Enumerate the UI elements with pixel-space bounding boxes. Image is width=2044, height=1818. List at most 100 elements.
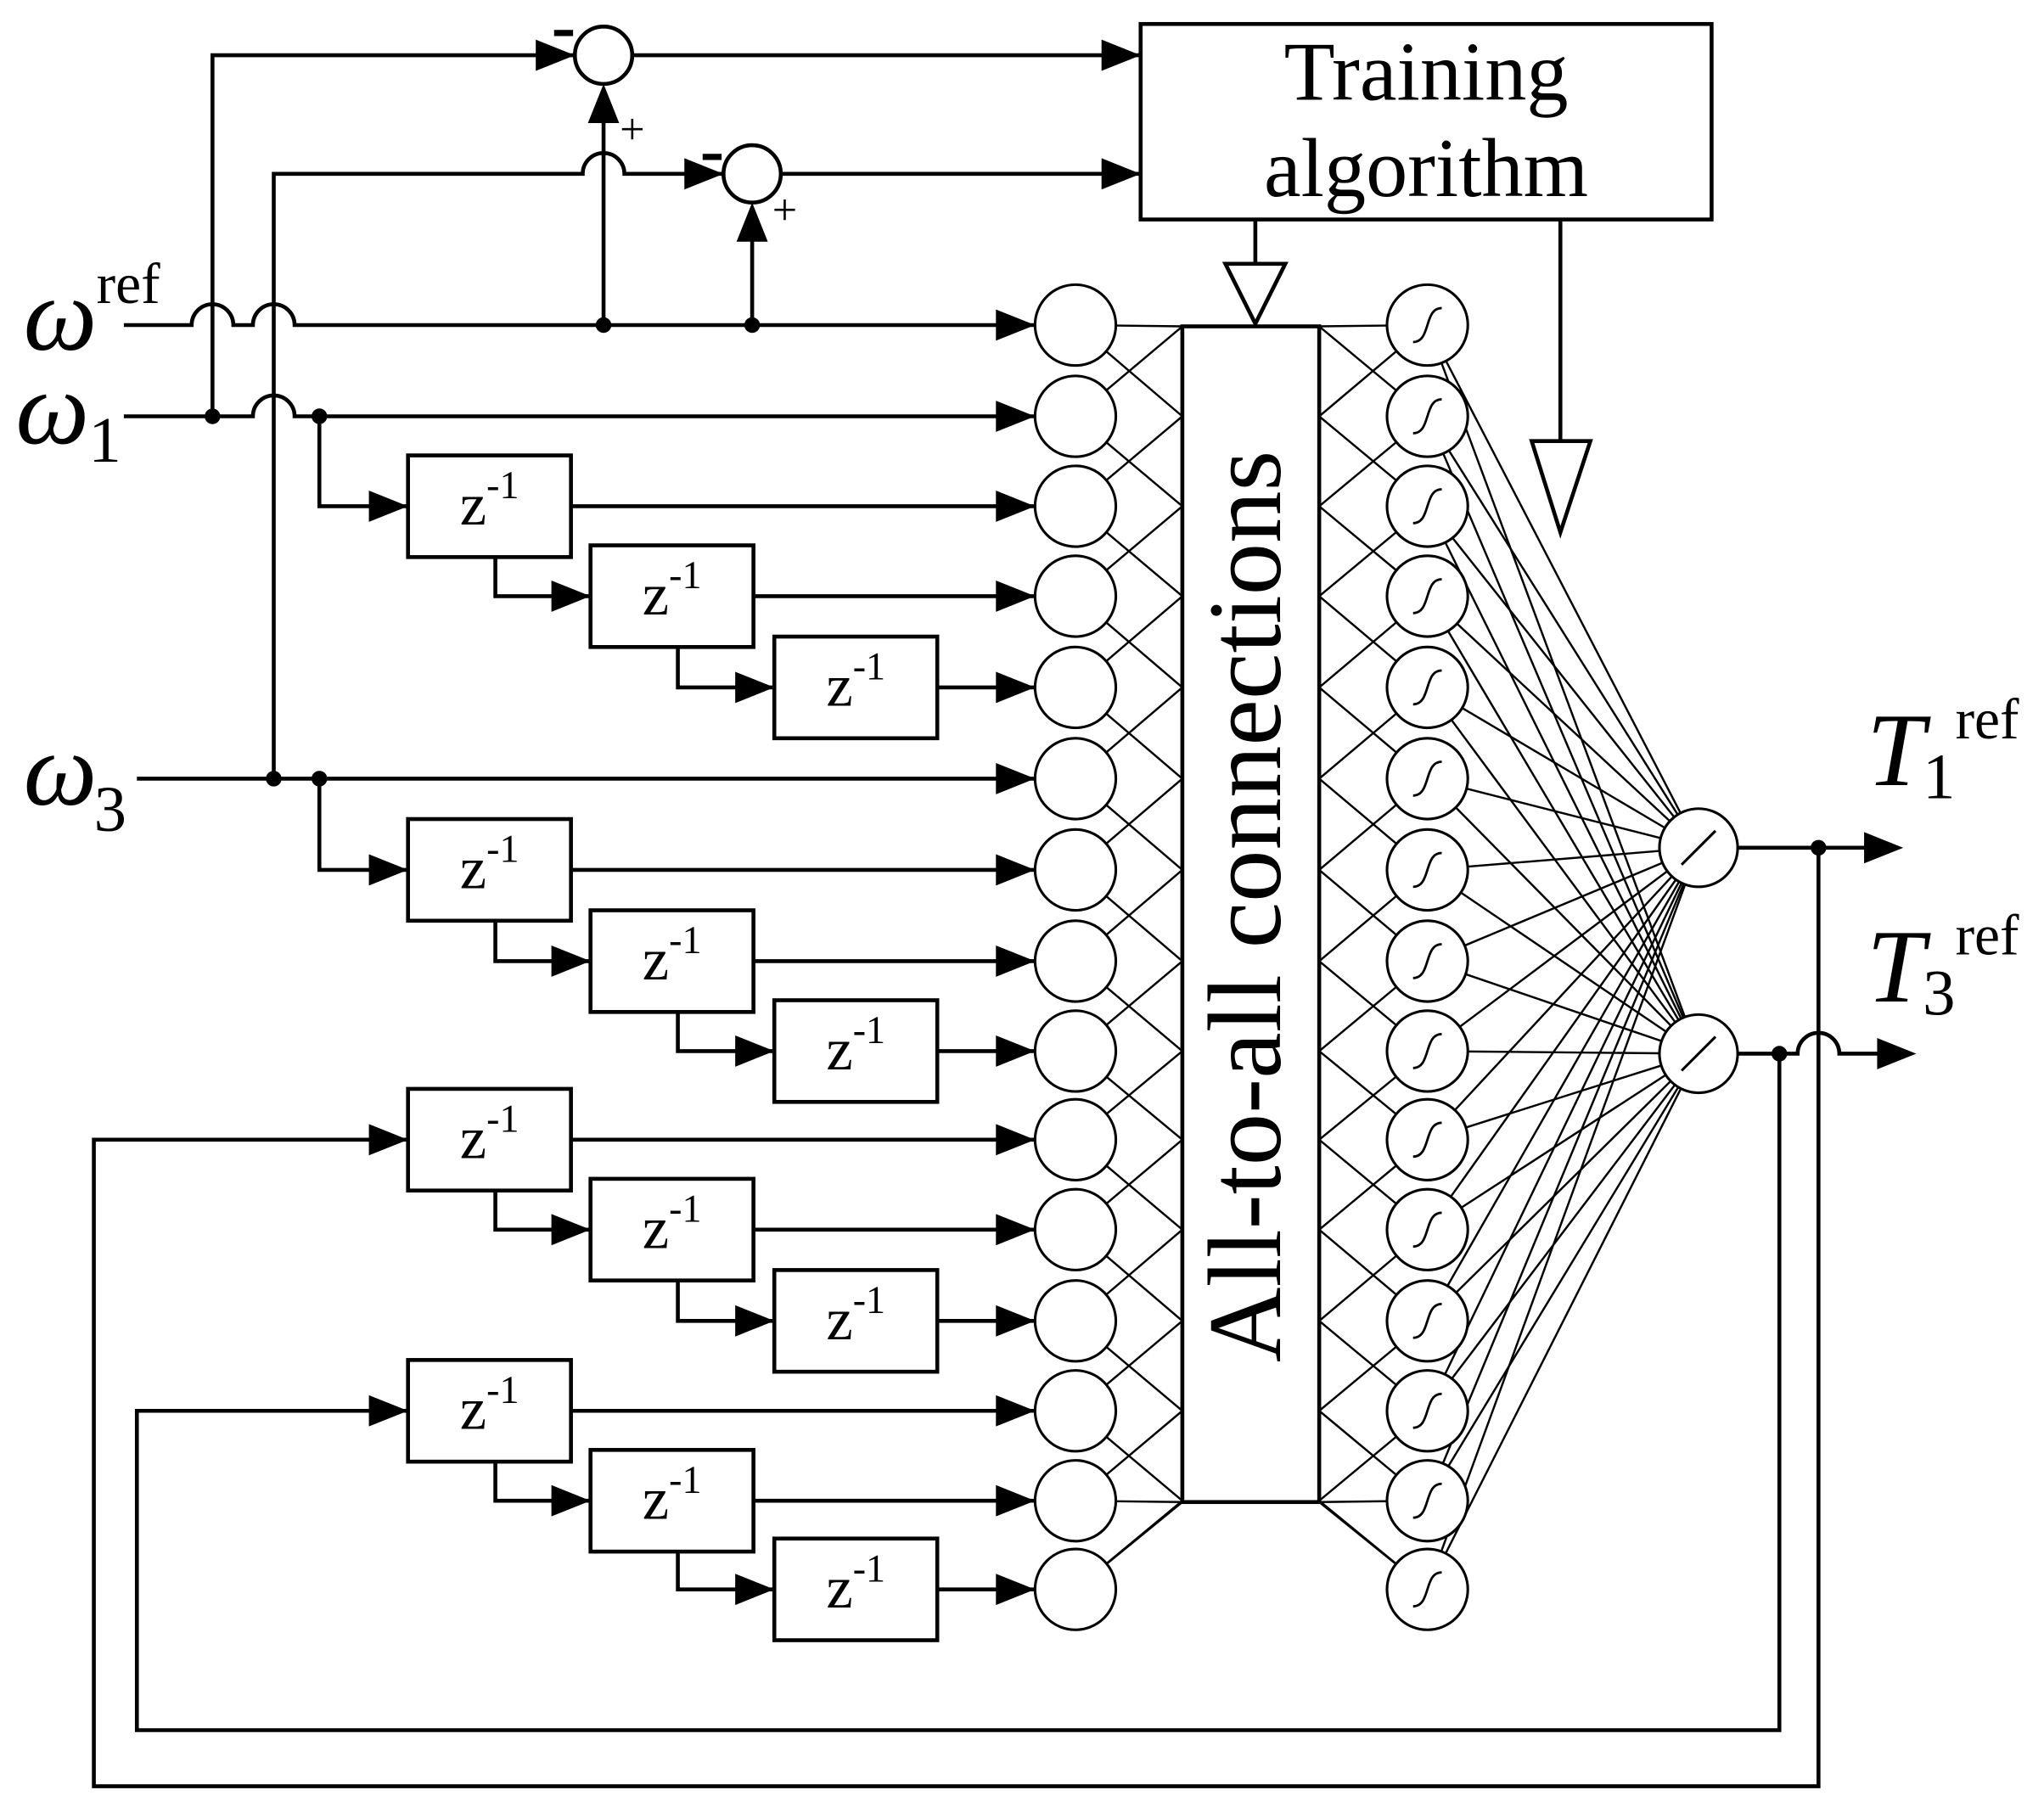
input-layer-connection [1105,1435,1183,1502]
junction-dot [744,317,761,334]
delay-label: z-1 [826,645,885,720]
omega-ref-superscript: ref [97,252,160,316]
arrowhead [736,202,768,242]
summing-junction-2-plus-sign: + [772,186,797,235]
sigmoid-icon [1412,1392,1442,1429]
input-layer-connection [1106,1501,1183,1565]
training-algorithm-block [1138,21,1714,222]
sigmoid-icon [1412,1033,1442,1069]
arrowhead [368,854,408,886]
input-layer-connection [1105,712,1183,780]
t3-ref-output-wire [1738,1030,1890,1056]
hidden-layer-connection [1318,1164,1397,1231]
summing-junction-1-plus-sign: + [620,105,644,154]
hidden-layer-connection [1318,985,1397,1052]
output-layer-connection [1444,541,1682,1019]
delay-label-base: z [460,1377,486,1443]
delay-label-base: z [643,927,669,993]
input-layer-connection [1105,415,1183,481]
delay-label-base: z [826,1017,852,1083]
input-neuron [1033,374,1118,458]
hidden-layer-connection [1318,712,1398,780]
t1-ref-symbol: T [1867,693,1931,808]
delay-label: z-1 [460,1368,519,1443]
arrowhead [996,763,1036,794]
blocks [406,21,1714,1642]
output-layer-connection [1446,630,1680,1021]
output-layer-connection [1446,881,1681,1287]
output-layer-connection [1466,787,1661,839]
output-layer-connection [1447,450,1679,816]
sigmoid-icon [1412,1302,1442,1339]
junction-dot [595,317,612,334]
input-neuron [1033,1369,1118,1453]
output-layer-connection [1451,1084,1676,1380]
arrowhead [684,158,724,190]
sigmoid-icon [1412,669,1442,706]
hidden-layer-connection [1318,621,1398,688]
arrowhead [996,1305,1036,1337]
input-layer-connection [1105,686,1183,754]
delay-block [588,908,755,1014]
delay-label-base: z [643,562,669,628]
delay-label-exponent: -1 [669,553,701,597]
delay-label-exponent: -1 [853,1008,885,1052]
output-layer-connection [1456,622,1671,822]
delay-label: z-1 [643,1458,702,1533]
arrowhead [996,401,1036,432]
arrowhead [587,83,620,123]
input-layer-connection [1105,1345,1183,1412]
delay-block [406,816,573,923]
sigmoid-icon [1412,1121,1442,1159]
input-layer-connection [1105,960,1183,1026]
arrowhead [996,1574,1036,1606]
hidden-layer-connection [1319,324,1388,328]
delay-label: z-1 [826,1546,885,1621]
all-to-all-connections-label: All-to-all connections [1188,451,1303,1363]
output-layer-connection [1455,806,1672,1027]
sigmoid-icon [1412,851,1442,889]
t3-ref-subscript: 3 [1923,957,1955,1029]
delay-label-exponent: -1 [486,1368,519,1411]
hidden-layer-connection [1318,1254,1398,1322]
arrowhead [551,1214,591,1246]
hidden-layer-connection [1318,777,1398,845]
arrowhead [996,1394,1036,1427]
hidden-layer-connection [1318,595,1398,663]
arrowhead [735,1574,775,1606]
t1-ref-superscript: ref [1956,687,2019,751]
sigmoid-icon [1412,1211,1442,1248]
omega-3-symbol: ω [24,712,98,828]
output-layer-connection [1441,883,1685,1464]
input-layer-connection [1105,986,1183,1052]
input-layer-connection [1105,868,1183,936]
delay-block [406,1086,573,1193]
input-neuron [1033,554,1118,638]
delay-block [772,1536,940,1642]
arrowhead [996,945,1036,977]
input-neuron [1033,1459,1118,1543]
delay-label: z-1 [460,828,519,902]
hidden-layer-connection [1318,505,1397,571]
delay-label: z-1 [460,463,519,538]
input-neuron [1033,828,1118,912]
output-layer-connection [1440,884,1687,1552]
arrowhead [1864,832,1904,864]
sigmoid-icon [1412,488,1442,525]
speed-error-feed-wire [211,53,576,417]
summing-junction-1-minus-sign: - [552,0,576,66]
delay-label-exponent: -1 [486,463,519,507]
summing-junction-1 [572,25,635,87]
omega-1-symbol: ω [15,351,89,467]
delay-label: z-1 [643,918,702,993]
input-neuron [1033,1279,1118,1363]
sigmoid-icon [1412,760,1442,797]
hidden-layer-connection [1318,415,1397,481]
input-layer-connection [1105,1320,1183,1386]
hidden-layer-connection [1318,804,1398,871]
arrowhead [996,854,1036,886]
arrowhead [368,1124,408,1156]
output-layer-connection [1461,707,1666,829]
output-layer-connection [1445,360,1682,814]
input-layer-connection [1105,1254,1183,1322]
